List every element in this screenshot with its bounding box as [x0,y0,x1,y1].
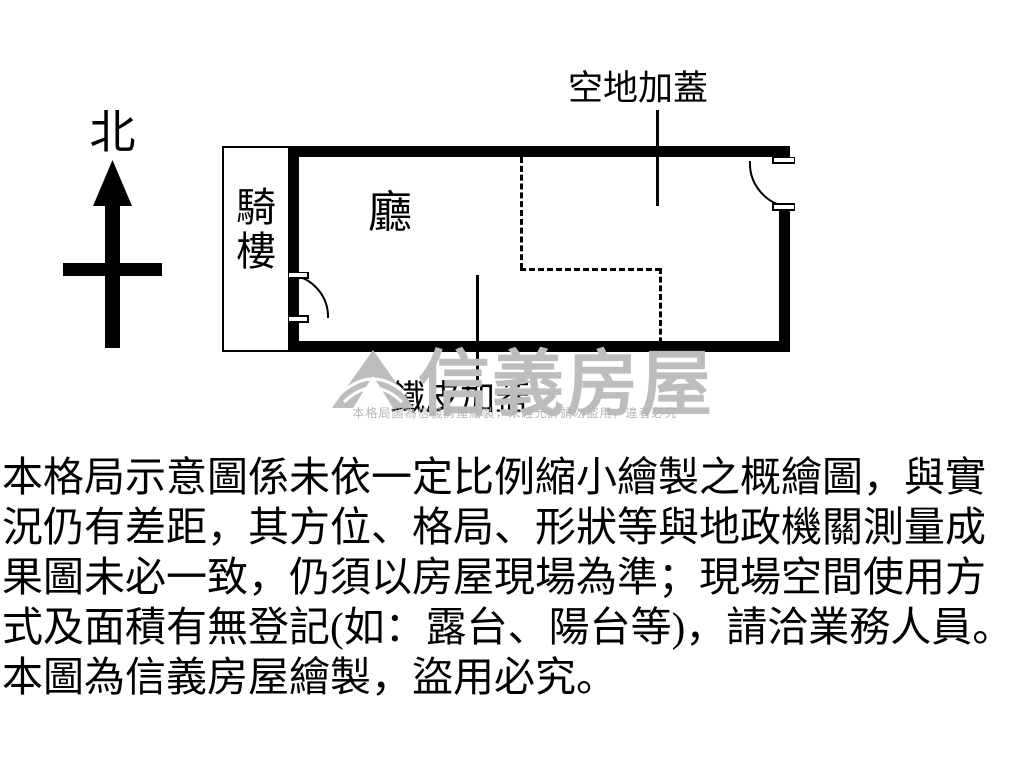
compass-north-label: 北 [89,107,136,158]
disclaimer-line: 況仍有差距，其方位、格局、形狀等與地政機關測量成 [2,504,986,550]
wall-south [288,341,790,352]
west-door [288,272,338,324]
disclaimer-line: 式及面積有無登記(如：露台、陽台等)，請洽業務人員。 [2,604,1014,650]
wall-north [288,146,790,157]
disclaimer-line: 果圖未必一致，仍須以房屋現場為準；現場空間使用方 [2,554,986,600]
wall-west [288,146,299,352]
partition-dashed-horizontal [520,268,661,271]
callout-vacant-land-cover: 空地加蓋 [568,69,709,108]
disclaimer-line: 本圖為信義房屋繪製，盜用必究。 [2,654,617,700]
callout-leader-bottom [476,275,479,387]
wall-east-lower [779,206,790,352]
disclaimer-line: 本格局示意圖係未依一定比例縮小繪製之概繪圖，與實 [2,454,986,500]
unit-outline [288,146,790,352]
compass-rose: 北 [55,110,170,350]
arcade-label: 騎樓 [236,185,276,274]
floor-plan-drawing: 北 騎樓 廳 [55,69,795,422]
east-door [745,157,795,213]
partition-dashed-vertical-lower [659,268,662,352]
partition-dashed-vertical-upper [520,157,523,269]
north-arrow-icon [63,160,162,348]
living-room-label: 廳 [368,188,412,237]
callout-metal-sheet-cover: 鐵皮加蓋 [390,379,531,418]
callout-leader-top [656,110,659,206]
wall-east-upper [779,146,790,160]
disclaimer-text: 本格局示意圖係未依一定比例縮小繪製之概繪圖，與實 況仍有差距，其方位、格局、形狀… [0,452,1024,702]
